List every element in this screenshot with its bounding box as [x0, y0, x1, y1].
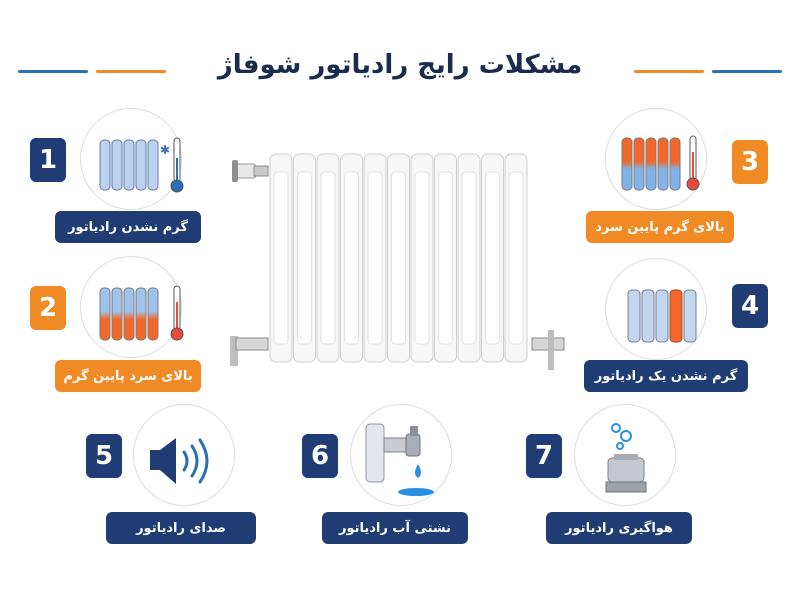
item-5-number: 5 [86, 434, 122, 478]
title-line-right-blue [712, 70, 782, 73]
top-hot-radiator-icon [621, 135, 700, 191]
title-line-left-orange [96, 70, 166, 73]
radiator-fin-panel [414, 171, 430, 345]
radiator-fin-panel [391, 171, 406, 345]
item-5-label: صدای رادیاتور [106, 512, 256, 544]
speaker-icon [150, 438, 209, 484]
title-line-right-orange [634, 70, 704, 73]
top-cold-radiator-icon [99, 285, 184, 341]
radiator-illustration [230, 153, 565, 370]
item-1-number: 1 [30, 138, 66, 182]
page-title: مشکلات رایج رادیاتور شوفاژ [217, 50, 583, 80]
item-4-number: 4 [732, 284, 768, 328]
item-7-label: هواگیری رادیاتور [546, 512, 692, 544]
item-6-number: 6 [302, 434, 338, 478]
item-6-label: نشتی آب رادیاتور [322, 512, 468, 544]
item-7-number: 7 [526, 434, 562, 478]
air-vent-icon [605, 423, 647, 493]
title-line-left-blue [18, 70, 88, 73]
item-3-label: بالای گرم پایین سرد [586, 211, 734, 243]
item-1-label: گرم نشدن رادیاتور [55, 211, 201, 243]
radiator-fin-panel [367, 171, 383, 345]
radiator-fin-panel [320, 171, 336, 345]
svg-text:✱: ✱ [160, 143, 170, 157]
one-column-hot-icon [627, 289, 697, 343]
radiator-fin-panel [508, 171, 524, 345]
radiator-fin-panel [273, 171, 289, 345]
item-2-label: بالای سرد پایین گرم [55, 360, 201, 392]
radiator-fin-panel [297, 171, 312, 345]
leaking-valve-icon [365, 423, 434, 496]
radiator-fin-panel [438, 171, 453, 345]
radiator-fin-panel [485, 171, 500, 345]
radiator-fin-panel [344, 171, 359, 345]
item-2-number: 2 [30, 286, 66, 330]
radiator-fin-panel [461, 171, 477, 345]
item-3-number: 3 [732, 140, 768, 184]
cold-radiator-icon: ✱ [99, 137, 184, 193]
item-4-label: گرم نشدن یک رادیاتور [584, 360, 748, 392]
